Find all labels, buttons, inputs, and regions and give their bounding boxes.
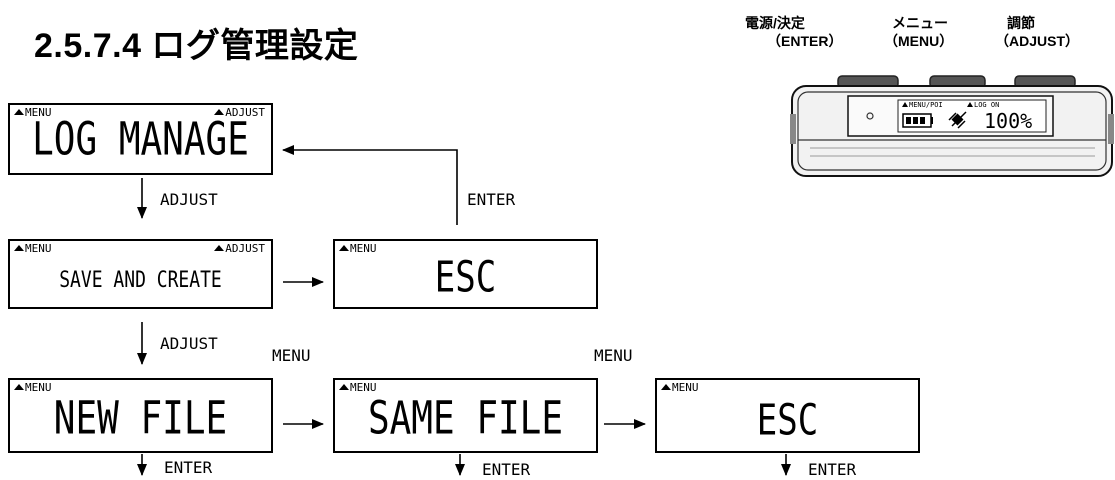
label-enter-2: ENTER <box>482 460 531 479</box>
indicator-menu: MENU <box>25 106 52 119</box>
menu-indicator-icon <box>339 244 349 251</box>
indicator-adjust: ADJUST <box>225 106 265 119</box>
device-level: 100% <box>984 109 1032 133</box>
menu-indicator-icon <box>14 108 24 115</box>
indicator-menu: MENU <box>25 242 52 255</box>
adjust-indicator-icon <box>214 108 225 115</box>
label-menu-2: MENU <box>594 346 633 365</box>
page-title: 2.5.7.4 ログ管理設定 <box>34 27 359 65</box>
device-status-right: LOG ON <box>974 101 999 109</box>
lcd-same-file: MENU SAME FILE <box>333 378 598 453</box>
menu-indicator-icon <box>339 383 349 390</box>
menu-button-label: メニュー （MENU） <box>884 14 953 50</box>
lcd-main-text: ESC <box>434 252 497 303</box>
power-button-label-jp: 電源/決定 <box>745 15 805 31</box>
adjust-button-label-en: （ADJUST） <box>995 33 1080 49</box>
lcd-main-text: SAME FILE <box>367 393 564 445</box>
label-menu-1: MENU <box>272 346 311 365</box>
indicator-menu: MENU <box>350 381 377 394</box>
arrow-enter-back <box>282 145 458 225</box>
lcd-main-text: NEW FILE <box>53 393 228 445</box>
lcd-main-text: SAVE AND CREATE <box>59 266 222 293</box>
indicator-menu: MENU <box>25 381 52 394</box>
power-button-label: 電源/決定 （ENTER） <box>745 14 865 50</box>
lcd-new-file: MENU NEW FILE <box>8 378 273 453</box>
indicator-menu: MENU <box>350 242 377 255</box>
gps-logger-device: MENU/POI LOG ON 100% <box>790 74 1115 188</box>
label-adjust-1: ADJUST <box>160 190 218 209</box>
menu-indicator-icon <box>14 383 24 390</box>
indicator-adjust: ADJUST <box>225 242 265 255</box>
lcd-log-manage: MENU ADJUST LOG MANAGE <box>8 103 273 175</box>
lcd-esc-top: MENU ESC <box>333 239 598 309</box>
label-enter-back: ENTER <box>467 190 516 209</box>
lcd-main-text: ESC <box>756 395 819 446</box>
label-adjust-2: ADJUST <box>160 334 218 353</box>
satellite-icon <box>948 111 967 129</box>
adjust-indicator-icon <box>214 244 225 251</box>
label-enter-1: ENTER <box>164 458 213 477</box>
menu-indicator-icon <box>14 244 24 251</box>
menu-button-label-en: （MENU） <box>884 33 954 49</box>
indicator-menu: MENU <box>672 381 699 394</box>
power-button-label-en: （ENTER） <box>767 33 843 49</box>
lcd-save-and-create: MENU ADJUST SAVE AND CREATE <box>8 239 273 309</box>
lcd-main-text: LOG MANAGE <box>32 114 249 166</box>
adjust-button-label-jp: 調節 <box>1007 15 1035 31</box>
label-enter-3: ENTER <box>808 460 857 479</box>
device-status-left: MENU/POI <box>909 101 943 109</box>
menu-indicator-icon <box>661 383 671 390</box>
adjust-button-label: 調節 （ADJUST） <box>995 14 1079 50</box>
menu-button-label-jp: メニュー <box>892 15 948 31</box>
led-indicator <box>866 112 874 120</box>
lcd-esc-bottom: MENU ESC <box>655 378 920 453</box>
battery-icon <box>902 113 933 128</box>
